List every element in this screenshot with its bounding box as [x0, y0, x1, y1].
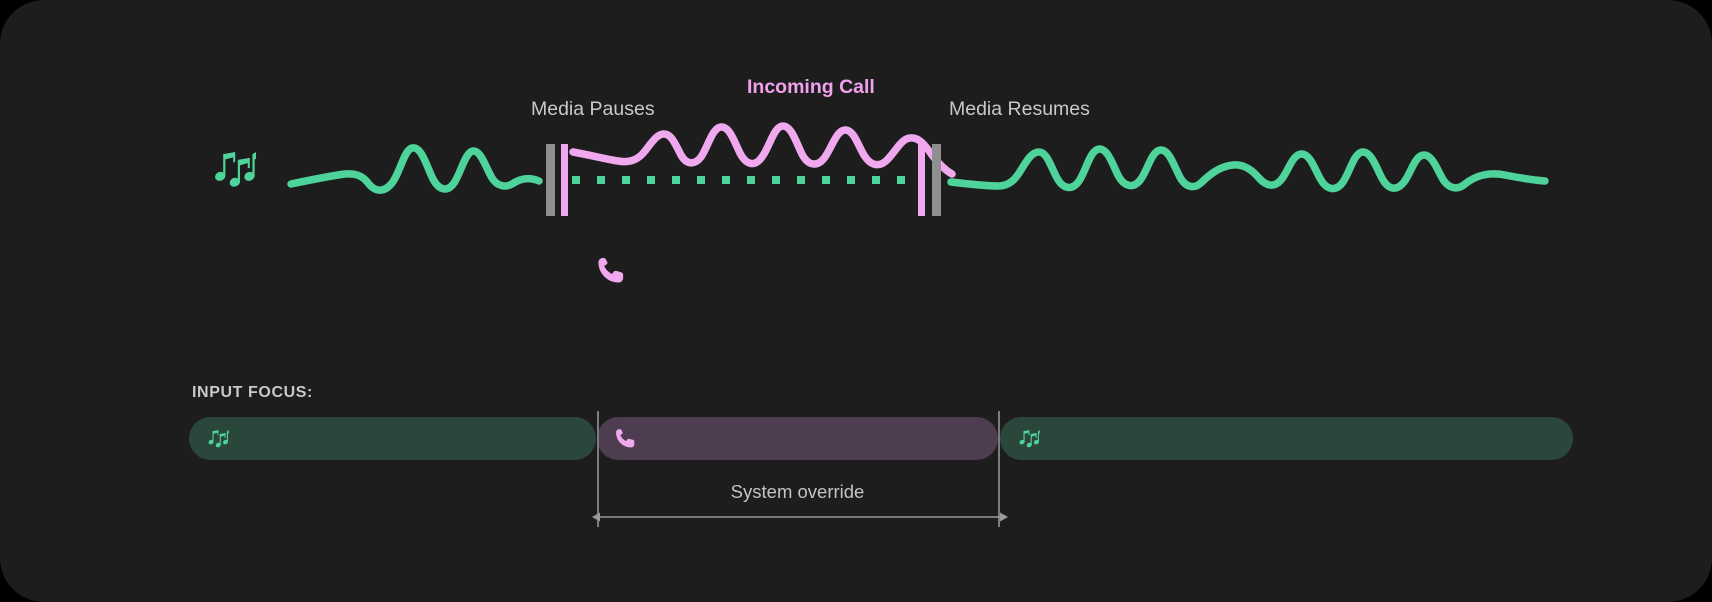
- pause-marker-pink: [561, 144, 568, 216]
- label-media-resumes: Media Resumes: [949, 98, 1090, 120]
- system-override-label: System override: [730, 481, 865, 502]
- phone-icon-call-event: [598, 257, 624, 283]
- media-waveform-after: [947, 145, 1549, 193]
- system-override-span-arrow: [592, 512, 1008, 522]
- music-notes-icon: [1018, 428, 1040, 450]
- music-notes-icon: [215, 152, 257, 187]
- resume-marker-grey: [932, 144, 941, 216]
- waveform-graphic: [215, 122, 1549, 283]
- override-boundary-left: [597, 411, 599, 527]
- call-waveform: [569, 122, 956, 178]
- resume-marker-pink: [918, 144, 925, 216]
- audio-timeline: Media Pauses Incoming Call Media Resumes: [215, 76, 1549, 283]
- input-focus-bar-call[interactable]: [597, 417, 998, 460]
- input-focus-title: INPUT FOCUS:: [192, 384, 313, 401]
- label-media-pauses: Media Pauses: [531, 98, 655, 120]
- input-focus-bar-media-after[interactable]: [1000, 417, 1573, 460]
- phone-icon: [615, 428, 636, 449]
- media-waveform-before: [287, 144, 543, 194]
- override-boundary-right: [998, 411, 1000, 527]
- music-notes-icon: [207, 428, 229, 450]
- label-incoming-call: Incoming Call: [747, 76, 875, 98]
- input-focus-bar-media-before[interactable]: [189, 417, 596, 460]
- pause-marker-grey: [546, 144, 555, 216]
